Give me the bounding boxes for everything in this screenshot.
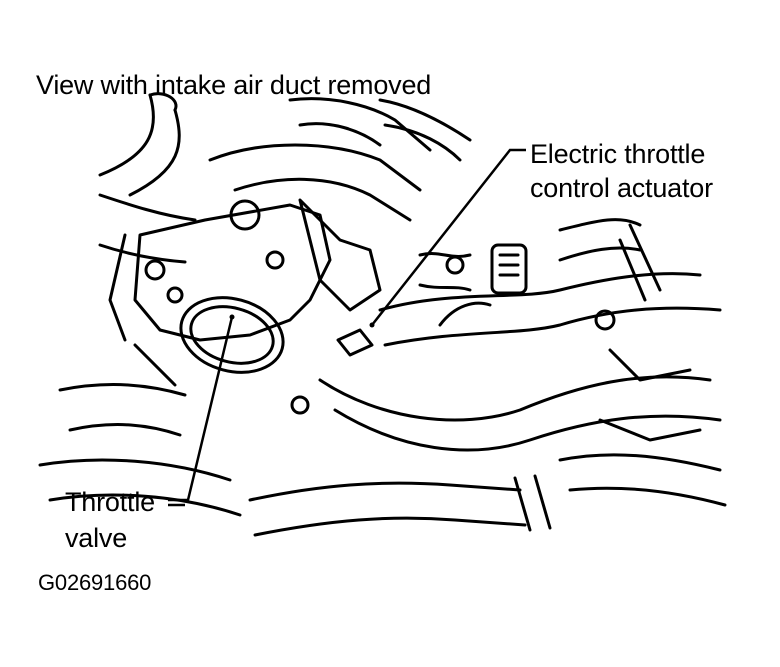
callout-electric-throttle-control-actuator: Electric throttle control actuator bbox=[530, 137, 713, 205]
throttle-bore-inner bbox=[189, 305, 275, 365]
actuator-connector bbox=[490, 243, 528, 295]
leader-valve-tip bbox=[229, 314, 235, 320]
callout-throttle-valve: Throttle valve bbox=[65, 484, 155, 556]
bolt bbox=[166, 286, 184, 304]
lower-left-hose bbox=[58, 383, 187, 437]
bolt bbox=[265, 250, 285, 270]
top-center-hose bbox=[208, 143, 422, 222]
callout-actuator-line2: control actuator bbox=[530, 173, 713, 203]
sensor bbox=[336, 328, 374, 357]
leader-throttle-valve bbox=[168, 316, 234, 502]
bolt bbox=[144, 259, 166, 281]
figure-id: G02691660 bbox=[38, 570, 152, 595]
bolt bbox=[229, 199, 261, 231]
right-upper-hose bbox=[558, 218, 642, 262]
bolt bbox=[594, 309, 616, 331]
right-long-hose bbox=[378, 272, 722, 347]
callout-valve-line1: Throttle bbox=[65, 487, 155, 517]
lower-center-hose bbox=[248, 481, 527, 537]
leader-actuator-tip bbox=[369, 322, 375, 328]
throttle-body bbox=[133, 203, 332, 342]
leader-actuator bbox=[371, 148, 526, 326]
callout-valve-line2: valve bbox=[65, 523, 128, 553]
actuator-bracket bbox=[298, 198, 382, 312]
hose-clamp bbox=[513, 474, 552, 532]
left-large-hose bbox=[98, 193, 197, 264]
upper-left-hose bbox=[98, 93, 181, 197]
bolt bbox=[290, 395, 310, 415]
callout-actuator-line1: Electric throttle bbox=[530, 139, 706, 169]
bolt bbox=[445, 255, 465, 275]
diagram-title: View with intake air duct removed bbox=[36, 70, 432, 100]
throttle-bore-outer bbox=[179, 296, 285, 374]
